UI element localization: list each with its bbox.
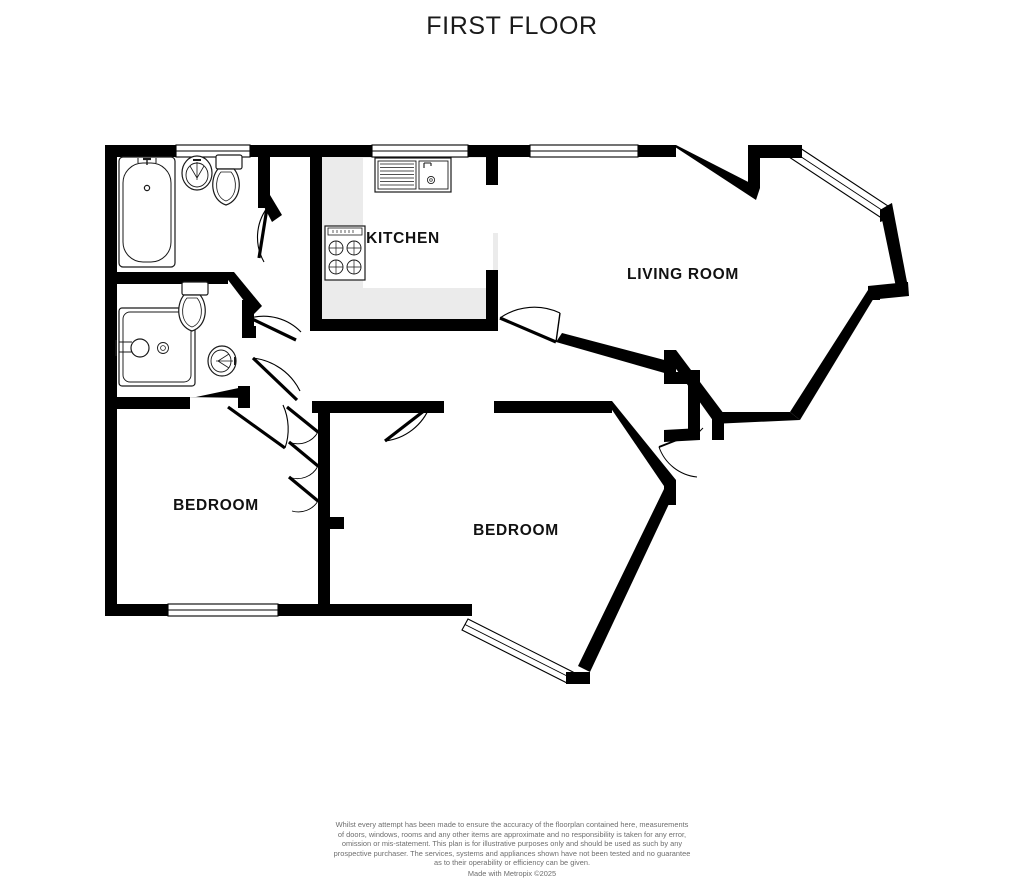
kitchen-fixture-group bbox=[324, 157, 452, 281]
wash-basin-fixture bbox=[207, 345, 237, 377]
disclaimer-line-3: omission or mis-statement. This plan is … bbox=[341, 839, 683, 849]
kitchen-sink-fixture bbox=[374, 157, 452, 193]
window-kitchen-top bbox=[371, 144, 469, 158]
bathroom-fixture-group bbox=[118, 154, 243, 268]
toilet-fixture bbox=[212, 154, 243, 206]
room-label-living-room: LIVING ROOM bbox=[627, 266, 739, 283]
cooker-hob-fixture bbox=[324, 225, 366, 281]
shower-room-fixture-group bbox=[115, 281, 237, 387]
room-label-bedroom-1: BEDROOM bbox=[173, 497, 259, 514]
disclaimer-line-5: as to their operability or efficiency ca… bbox=[433, 858, 591, 868]
door-shower-room bbox=[249, 315, 302, 342]
wash-basin-fixture bbox=[181, 155, 213, 191]
window-bedroom-1-bottom bbox=[167, 603, 279, 617]
disclaimer-block: Whilst every attempt has been made to en… bbox=[0, 820, 1024, 879]
door-kitchen bbox=[251, 356, 301, 402]
disclaimer-line-2: of doors, windows, rooms and any other i… bbox=[337, 829, 687, 839]
kitchen-floor-shading bbox=[322, 152, 498, 320]
room-label-kitchen: KITCHEN bbox=[366, 230, 440, 247]
door-living-room bbox=[499, 306, 561, 344]
window-living-room-angled bbox=[788, 145, 889, 218]
disclaimer-line-4: prospective purchaser. The services, sys… bbox=[333, 848, 691, 858]
disclaimer-line-1: Whilst every attempt has been made to en… bbox=[335, 820, 689, 829]
door-wardrobe-folding bbox=[285, 405, 320, 513]
door-bathroom bbox=[257, 207, 269, 263]
page-title: FIRST FLOOR bbox=[426, 12, 598, 40]
room-label-group: KITCHEN LIVING ROOM BEDROOM BEDROOM bbox=[173, 230, 739, 539]
metropix-credit: Made with Metropix ©2025 bbox=[467, 868, 557, 878]
toilet-fixture bbox=[178, 281, 209, 332]
bath-fixture bbox=[118, 156, 176, 268]
window-bedroom-2-angled bbox=[461, 618, 574, 684]
shower-enclosure-fixture bbox=[115, 307, 196, 387]
room-label-bedroom-2: BEDROOM bbox=[473, 522, 559, 539]
wall-group bbox=[105, 145, 909, 684]
window-group bbox=[167, 144, 889, 684]
window-living-room-top bbox=[529, 144, 639, 158]
door-bedroom-1 bbox=[227, 404, 289, 450]
